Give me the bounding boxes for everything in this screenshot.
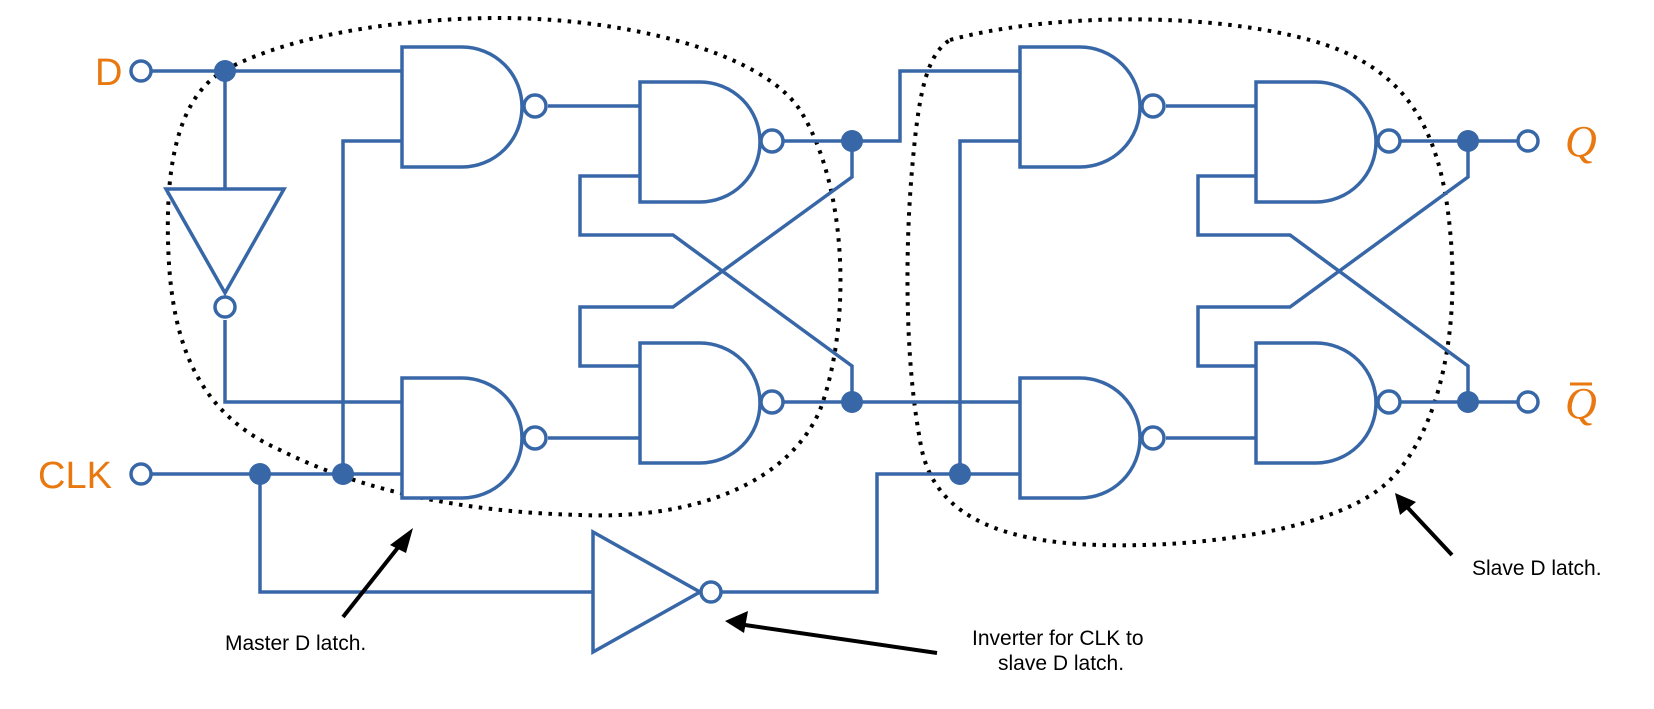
junction-dot	[1457, 391, 1479, 413]
nand-gate-master-1	[400, 45, 548, 169]
junction-dot	[1457, 130, 1479, 152]
master-latch-note: Master D latch.	[225, 632, 366, 655]
nand-gate-slave-4	[1254, 341, 1402, 465]
slave-wires	[958, 104, 1518, 474]
inverter-clk	[591, 529, 723, 655]
q-output-label: Q	[1565, 117, 1597, 166]
q-output-terminal	[1516, 129, 1540, 153]
junction-dot	[949, 463, 971, 485]
master-latch-boundary	[165, 15, 843, 518]
qbar-output-label: Q	[1565, 379, 1597, 428]
inverter-note-line-1: Inverter for CLK to	[972, 627, 1144, 650]
nand-gate-master-3	[638, 80, 785, 204]
qbar-output-terminal	[1516, 390, 1540, 414]
nand-gate-slave-1	[1018, 45, 1166, 169]
junction-dot	[841, 391, 863, 413]
junction-dot	[841, 130, 863, 152]
d-input-label: D	[95, 52, 122, 94]
nand-gate-slave-3	[1254, 80, 1402, 204]
clk-input-terminal	[129, 462, 153, 486]
slave-latch-note: Slave D latch.	[1472, 557, 1602, 580]
d-input-terminal	[129, 59, 153, 83]
master-note-arrow	[341, 528, 413, 619]
slave-latch-boundary	[905, 17, 1455, 548]
clk-input-label: CLK	[38, 455, 112, 497]
inverter-note-line-2: slave D latch.	[998, 652, 1124, 675]
nand-gate-master-4	[638, 341, 785, 465]
inverter-d	[162, 187, 288, 319]
slave-note-arrow	[1395, 493, 1454, 557]
junction-dot	[332, 463, 354, 485]
master-wires	[150, 69, 1020, 594]
inverter-note-arrow	[725, 611, 938, 655]
junction-dot	[214, 60, 236, 82]
nand-gate-master-2	[400, 376, 548, 500]
junction-dot	[249, 463, 271, 485]
nand-gate-slave-2	[1018, 376, 1166, 500]
